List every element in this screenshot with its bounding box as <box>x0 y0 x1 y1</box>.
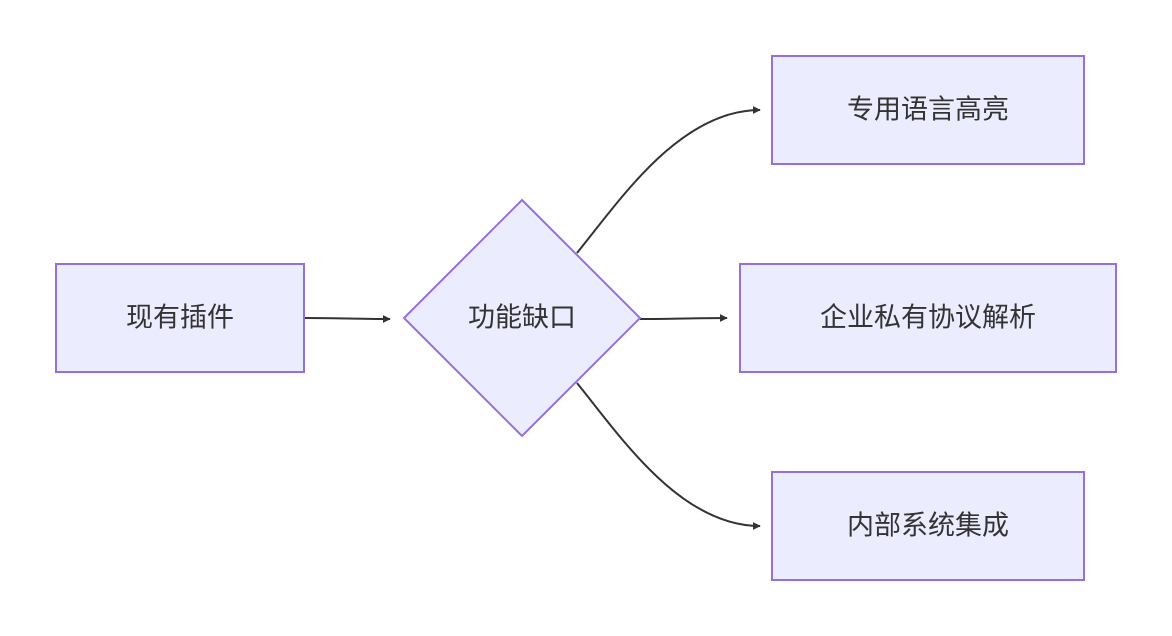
node-feature-gap-label: 功能缺口 <box>468 303 576 334</box>
node-internal-integration[interactable]: 内部系统集成 <box>771 471 1085 581</box>
node-existing-plugin-label: 现有插件 <box>126 303 234 334</box>
node-feature-gap-diamond <box>402 198 642 438</box>
node-dsl-highlight-label: 专用语言高亮 <box>847 95 1009 126</box>
node-internal-integration-label: 内部系统集成 <box>847 511 1009 542</box>
edge-existing-plugin-to-feature-gap <box>304 314 391 323</box>
node-feature-gap[interactable]: 功能缺口 <box>402 198 642 438</box>
node-private-protocol[interactable]: 企业私有协议解析 <box>739 263 1117 373</box>
edge-feature-gap-to-dsl-highlight <box>576 106 761 254</box>
node-dsl-highlight-box <box>771 55 1085 165</box>
node-dsl-highlight[interactable]: 专用语言高亮 <box>771 55 1085 165</box>
node-private-protocol-box <box>739 263 1117 373</box>
node-private-protocol-label: 企业私有协议解析 <box>820 303 1036 334</box>
node-existing-plugin[interactable]: 现有插件 <box>55 263 305 373</box>
edge-feature-gap-to-private-protocol <box>639 314 728 323</box>
edge-feature-gap-to-internal-integration <box>576 382 761 530</box>
node-internal-integration-box <box>771 471 1085 581</box>
node-existing-plugin-box <box>55 263 305 373</box>
